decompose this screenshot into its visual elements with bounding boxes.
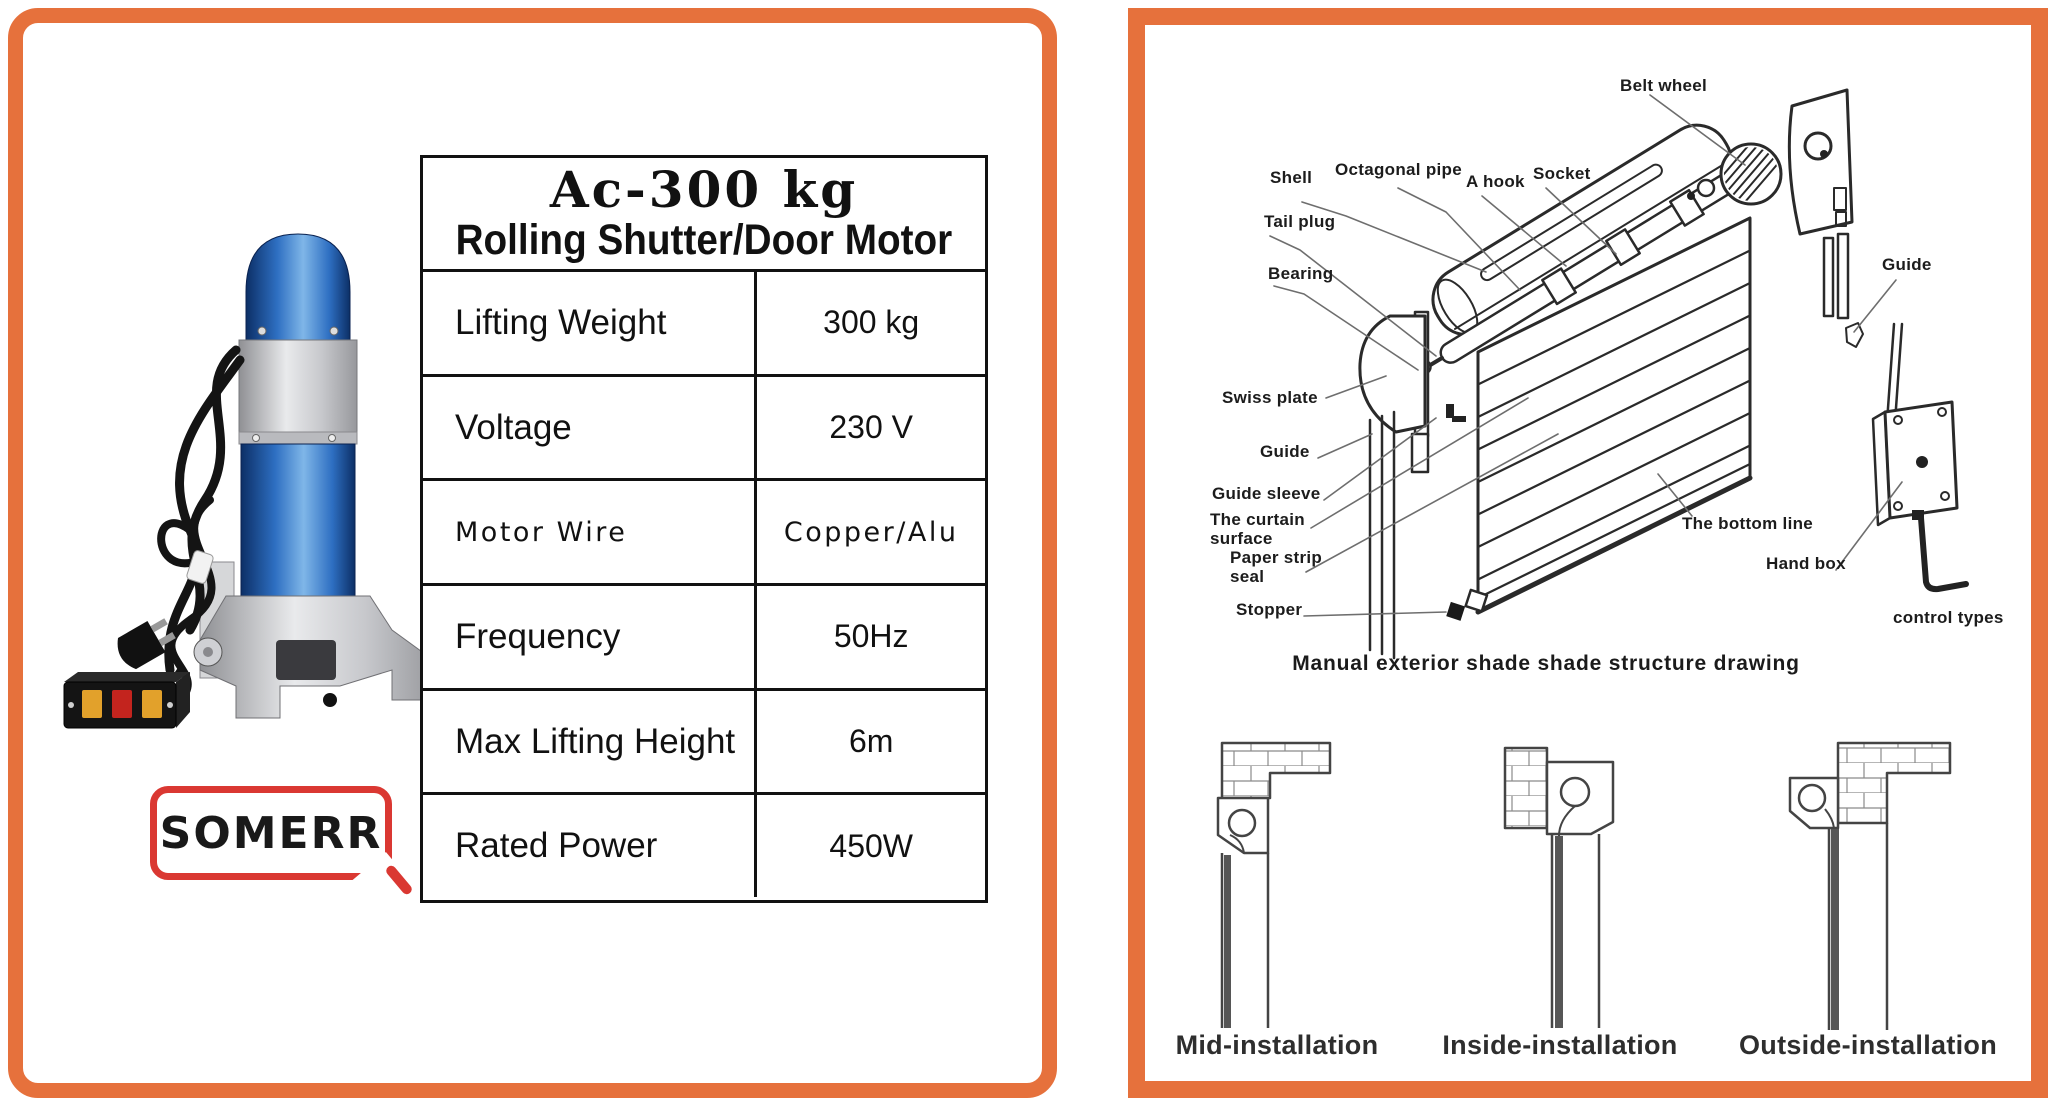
control-box [63,672,190,729]
bottom-line-drawing [1475,475,1753,615]
inside-installation-label: Inside-installation [1442,1030,1678,1060]
label-guide-right: Guide [1882,255,1932,274]
model-title: Ac-300 kg [549,159,859,219]
hand-box-drawing [1871,322,1959,527]
label-bearing: Bearing [1268,264,1334,283]
outside-installation-figure [1788,741,1952,1030]
label-bottom-line: The bottom line [1682,514,1814,533]
inside-installation-figure [1503,746,1615,1028]
diagram-caption: Manual exterior shade shade structure dr… [1292,652,1800,675]
brand-logo: SOMERR [150,786,414,900]
curtain-strip [1831,829,1839,1030]
power-plug [117,618,176,670]
label-paper-strip-seal: Paper strip seal [1230,548,1323,586]
spec-value: 50Hz [833,618,909,655]
motor-silver-band [238,339,358,445]
guide-channel [1220,853,1270,1028]
guide-channel [1827,823,1889,1030]
curtain-surface-drawing [1475,216,1753,615]
spec-table-header: Ac-300 kg Rolling Shutter/Door Motor [423,158,985,272]
label-guide-left: Guide [1260,442,1310,461]
spec-value: 450W [829,827,913,864]
swiss-plate-drawing [1358,310,1430,474]
label-swiss-plate: Swiss plate [1222,388,1318,407]
label-socket: Socket [1533,164,1591,183]
spec-value: 230 V [829,409,913,445]
spec-value: 6m [848,723,894,760]
leader-lines [1269,94,1903,617]
product-subtitle: Rolling Shutter/Door Motor [455,215,953,264]
label-hand-box: Hand box [1766,554,1846,573]
outside-installation-label: Outside-installation [1738,1030,1998,1060]
label-curtain-surface: The curtain surface [1210,510,1305,548]
spec-row-lifting-weight: Lifting Weight 300 kg [423,272,985,374]
stopper-drawing [1446,588,1489,621]
mid-installation-figure [1216,741,1332,1028]
label-stopper: Stopper [1236,600,1303,619]
spec-rows: Lifting Weight 300 kg Voltage 230 V Moto… [423,272,985,898]
roll-circle [1797,783,1827,813]
spec-table: Ac-300 kg Rolling Shutter/Door Motor Lif… [420,155,988,903]
spec-label: Motor Wire [423,481,758,584]
belt-wheel-bracket-drawing [1787,88,1854,320]
button-stop [112,690,132,718]
spec-label: Max Lifting Height [423,690,758,793]
spec-label: Lifting Weight [423,272,758,374]
spec-value: 300 kg [823,304,920,341]
right-guide-drawing [1845,322,1864,348]
button-up [82,690,102,718]
spec-label: Rated Power [423,795,758,898]
spec-row-max-lifting-height: Max Lifting Height 6m [423,687,985,793]
roll-circle [1227,808,1257,838]
shutter-structure-drawing [1269,88,1969,660]
brick-wall [1220,741,1332,800]
motor-lower-body [240,443,356,597]
label-shell: Shell [1270,168,1313,187]
label-control-types: control types [1893,608,2004,627]
brand-logo-text: SOMERR [159,807,383,859]
curtain-strip [1555,836,1563,1028]
spec-value: Copper/Alu [783,516,959,548]
motor-dome [245,233,351,341]
crank-handle-drawing [1912,510,1969,593]
shutter-box [1545,760,1615,836]
label-octagonal-pipe: Octagonal pipe [1335,160,1462,179]
spec-label: Voltage [423,376,758,479]
brick-wall [1503,746,1549,830]
cable-connector [186,550,214,584]
motor-photo [63,233,437,729]
guide-sleeve-drawing [1446,404,1466,422]
spec-row-frequency: Frequency 50Hz [423,583,985,688]
brick-wall [1836,741,1952,825]
label-tail-plug: Tail plug [1264,212,1336,231]
curtain-strip [1224,855,1231,1028]
label-belt-wheel: Belt wheel [1620,76,1708,95]
label-guide-sleeve: Guide sleeve [1212,484,1321,503]
label-a-hook: A hook [1466,172,1525,191]
spec-row-voltage: Voltage 230 V [423,373,985,479]
mid-installation-label: Mid-installation [1175,1030,1379,1060]
shutter-box [1216,796,1270,855]
spec-label: Frequency [423,586,758,688]
spec-row-rated-power: Rated Power 450W [423,792,985,898]
guide-channel [1550,834,1601,1028]
spec-row-motor-wire: Motor Wire Copper/Alu [423,478,985,584]
button-down [142,690,162,718]
